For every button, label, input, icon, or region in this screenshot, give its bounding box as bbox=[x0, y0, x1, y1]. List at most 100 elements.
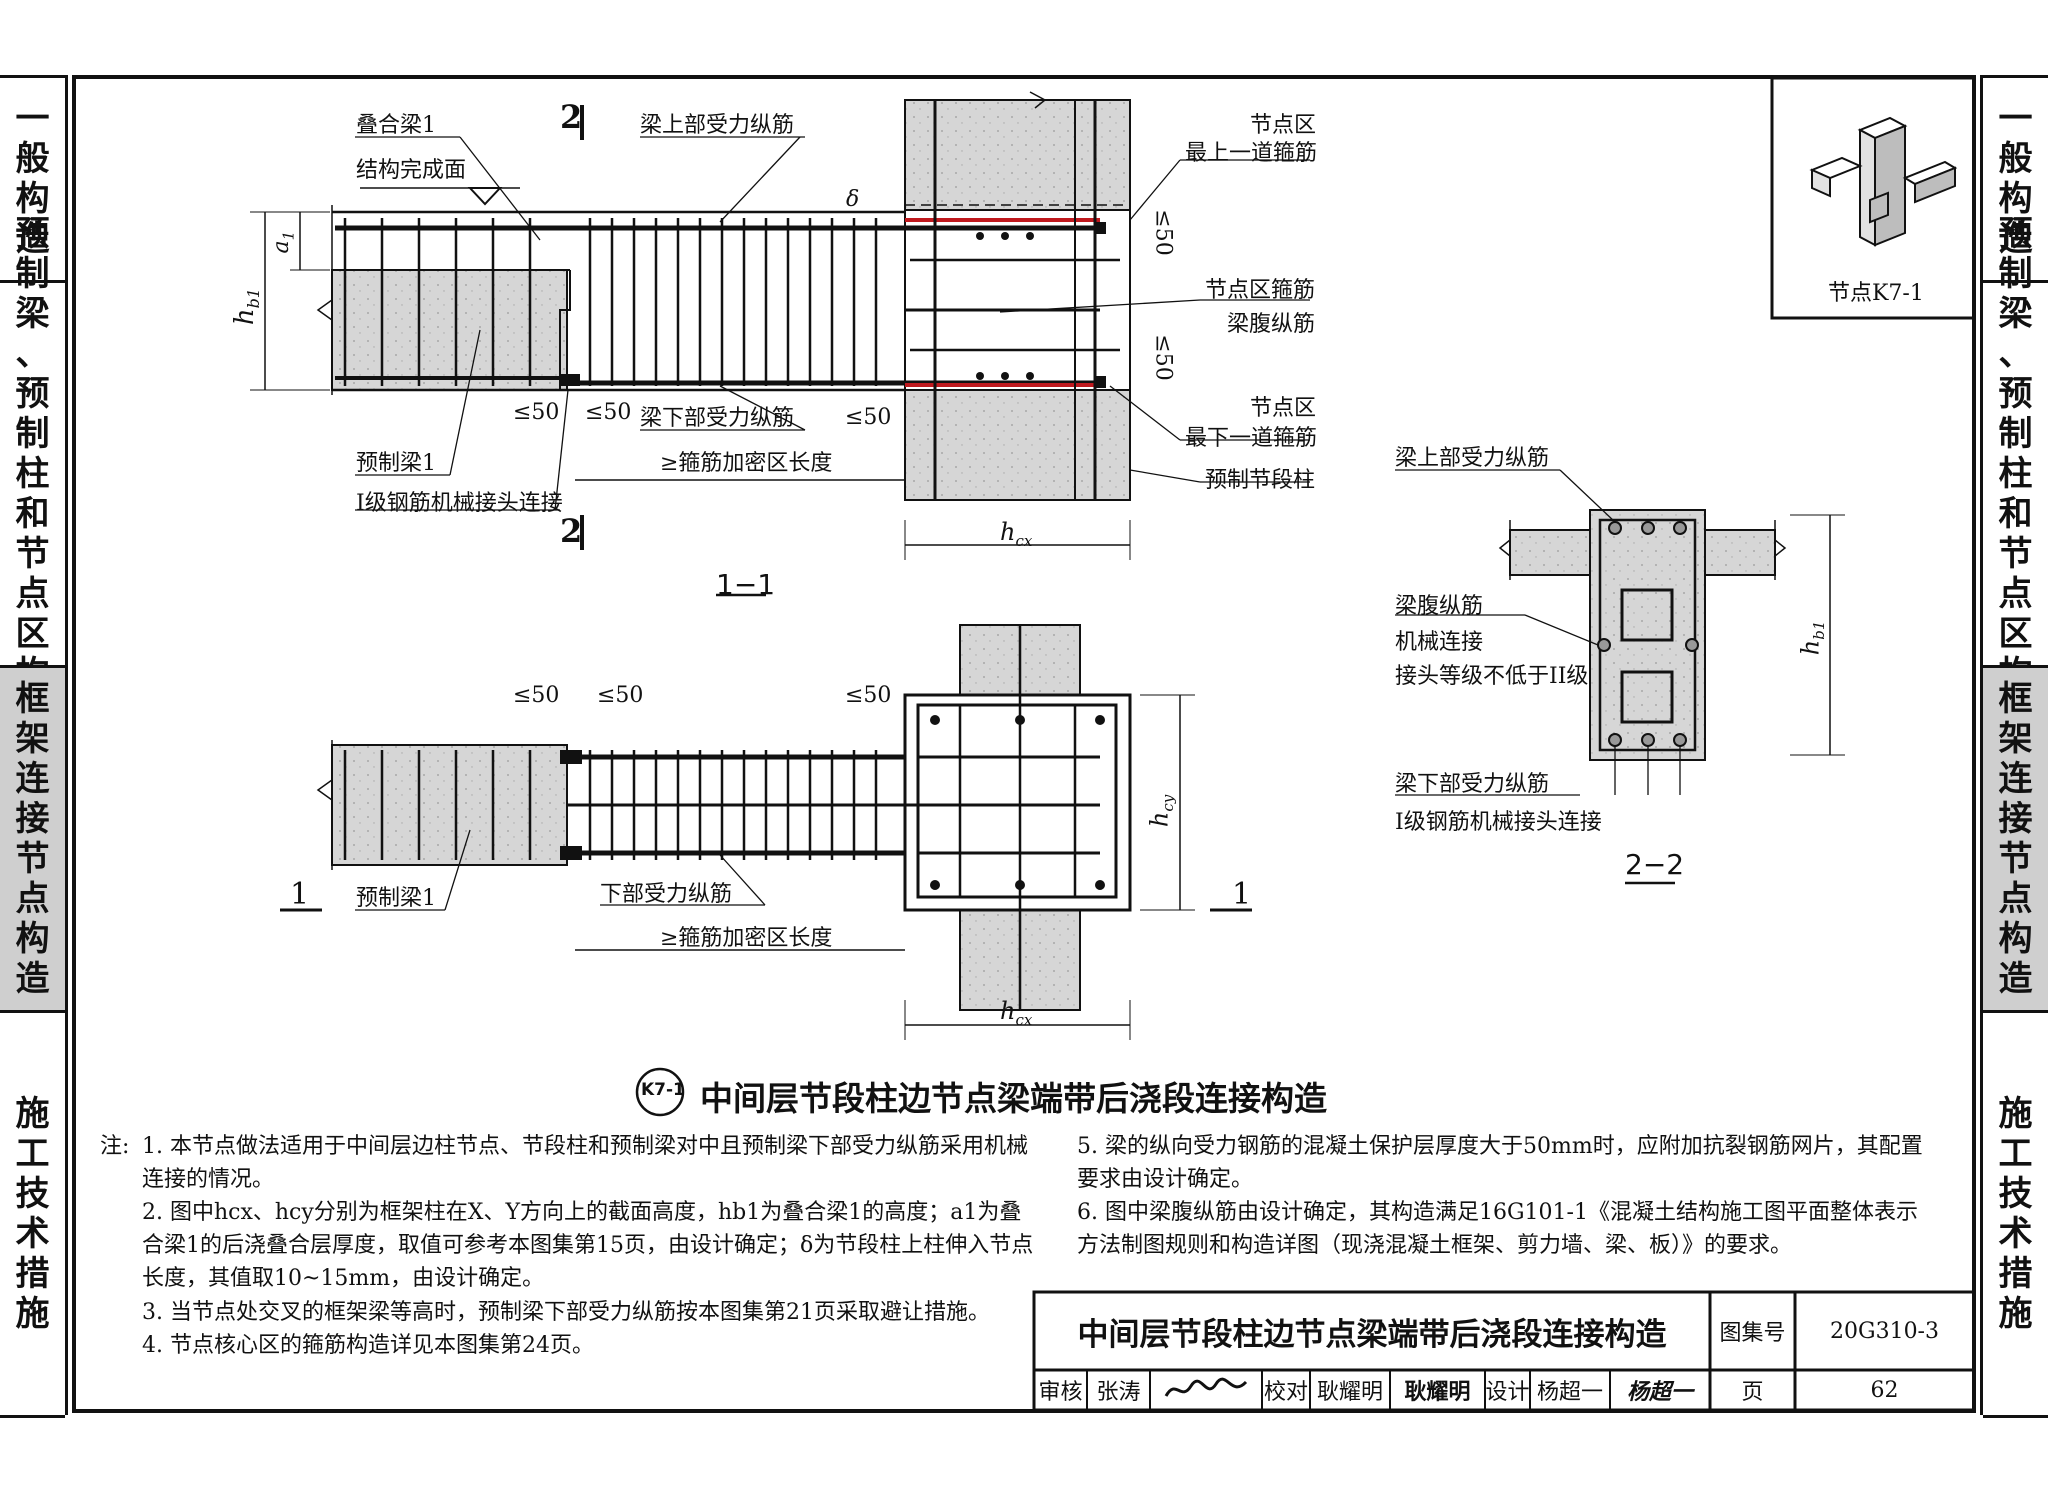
tab-char: 连 bbox=[1998, 759, 2033, 799]
right-tab-3[interactable]: 框架连接节点构造 bbox=[1983, 668, 2048, 1013]
tab-char: 接 bbox=[1998, 799, 2033, 839]
note-1: 1. 本节点做法适用于中间层边柱节点、节段柱和预制梁对中且预制梁下部受力纵筋采用… bbox=[142, 1134, 1028, 1192]
notes-prefix: 注: bbox=[100, 1134, 130, 1159]
detail-badge-circle bbox=[635, 1067, 685, 1117]
tab-char: 制 bbox=[1998, 414, 2033, 454]
s22-dim-hb1: hb1 bbox=[1796, 620, 1829, 656]
page-number: 62 bbox=[1870, 1377, 1899, 1403]
plan-le50-c: ≤50 bbox=[845, 683, 892, 708]
tab-char: 技 bbox=[1998, 1174, 2033, 1214]
key-plan-caption: 节点K7-1 bbox=[1828, 281, 1924, 306]
tab-char: 节 bbox=[1998, 534, 2033, 574]
note-3: 3. 当节点处交叉的框架梁等高时，预制梁下部受力纵筋按本图集第21页采取避让措施… bbox=[142, 1300, 990, 1325]
note-6: 6. 图中梁腹纵筋由设计确定，其构造满足16G101-1《混凝土结构施工图平面整… bbox=[1077, 1200, 1918, 1258]
tab-char: 节 bbox=[1998, 839, 2033, 879]
label-mech-coupler: I级钢筋机械接头连接 bbox=[356, 491, 563, 516]
tab-char: 梁 bbox=[1998, 294, 2033, 334]
tab-char: 术 bbox=[15, 1214, 50, 1254]
s22-mech-2: 接头等级不低于II级 bbox=[1395, 664, 1589, 689]
tab-char: 预 bbox=[1998, 214, 2033, 254]
dim-hcx-11: hcx bbox=[1000, 518, 1033, 550]
tab-char: 工 bbox=[15, 1134, 50, 1174]
dim-le50-e: ≤50 bbox=[1150, 334, 1176, 381]
title-block-title: 中间层节段柱边节点梁端带后浇段连接构造 bbox=[1077, 1316, 1667, 1353]
tab-char: 节 bbox=[15, 839, 50, 879]
s22-bottom-bars: 梁下部受力纵筋 bbox=[1395, 772, 1550, 797]
tab-char: 构 bbox=[1998, 919, 2033, 959]
tab-char: 制 bbox=[15, 254, 50, 294]
left-tab-4[interactable]: 施工技术措施 bbox=[0, 1013, 65, 1418]
checker: 耿耀明 bbox=[1316, 1380, 1383, 1405]
s22-web-bars: 梁腹纵筋 bbox=[1395, 594, 1484, 619]
tab-char: 施 bbox=[1998, 1294, 2033, 1334]
tab-char: 措 bbox=[15, 1254, 50, 1294]
checker-signature: 耿耀明 bbox=[1404, 1379, 1471, 1405]
tab-char: 施 bbox=[15, 1294, 50, 1334]
left-tab-1[interactable]: 一般构造 bbox=[0, 78, 65, 283]
tab-char: 区 bbox=[15, 614, 50, 654]
plan-cut-left: 1 bbox=[290, 877, 310, 912]
tab-char: 施 bbox=[15, 1094, 50, 1134]
plan-bottom-bars: 下部受力纵筋 bbox=[600, 882, 733, 907]
plan-view bbox=[280, 624, 1252, 1040]
tab-char: 梁 bbox=[15, 294, 50, 334]
tab-char: 预 bbox=[15, 214, 50, 254]
tab-char: 措 bbox=[1998, 1254, 2033, 1294]
label-finished-surface: 结构完成面 bbox=[356, 158, 467, 183]
label-bottom-bars: 梁下部受力纵筋 bbox=[640, 406, 795, 431]
note-2: 2. 图中hcx、hcy分别为框架柱在X、Y方向上的截面高度，hb1为叠合梁1的… bbox=[142, 1200, 1034, 1291]
tab-char: 柱 bbox=[1998, 454, 2033, 494]
designer-signature: 杨超一 bbox=[1626, 1379, 1693, 1405]
tab-char: 构 bbox=[15, 919, 50, 959]
s22-top-bars: 梁上部受力纵筋 bbox=[1395, 446, 1550, 471]
tab-char: 制 bbox=[1998, 254, 2033, 294]
plan-precast-beam: 预制梁1 bbox=[356, 886, 436, 911]
page-label: 页 bbox=[1741, 1380, 1764, 1405]
tab-char: 点 bbox=[15, 574, 50, 614]
dim-a1: a1 bbox=[269, 230, 298, 254]
dim-hcy: hcy bbox=[1145, 794, 1178, 828]
plan-le50-a: ≤50 bbox=[513, 683, 560, 708]
tab-char: 点 bbox=[15, 879, 50, 919]
plan-densify: ≥箍筋加密区长度 bbox=[660, 926, 833, 951]
tab-char: 预 bbox=[15, 374, 50, 414]
tab-char: 区 bbox=[1998, 614, 2033, 654]
dim-le50-b: ≤50 bbox=[585, 400, 632, 425]
label-composite-beam: 叠合梁1 bbox=[356, 113, 436, 138]
section-2-2-title: 2−2 bbox=[1625, 848, 1685, 881]
tab-char: 造 bbox=[15, 959, 50, 999]
detail-title: 中间层节段柱边节点梁端带后浇段连接构造 bbox=[700, 1079, 1327, 1118]
right-tab-4[interactable]: 施工技术措施 bbox=[1983, 1013, 2048, 1418]
detail-badge: K7-1 bbox=[641, 1080, 685, 1100]
tab-char: 般 bbox=[1998, 139, 2033, 179]
tab-char: 般 bbox=[15, 139, 50, 179]
right-tab-1[interactable]: 一般构造 bbox=[1983, 78, 2048, 283]
tab-char: 构 bbox=[1998, 179, 2033, 219]
tab-char: 和 bbox=[1998, 494, 2033, 534]
dim-le50-a: ≤50 bbox=[513, 400, 560, 425]
label-web-bars: 梁腹纵筋 bbox=[1227, 312, 1316, 337]
tab-char: 节 bbox=[15, 534, 50, 574]
dim-le50-c: ≤50 bbox=[845, 405, 892, 430]
tab-char: 术 bbox=[1998, 1214, 2033, 1254]
s22-mech-1: 机械连接 bbox=[1395, 630, 1484, 655]
tab-char: 一 bbox=[1998, 99, 2033, 139]
tab-char: 造 bbox=[1998, 959, 2033, 999]
dim-le50-d: ≤50 bbox=[1150, 209, 1176, 256]
tab-char: 架 bbox=[1998, 719, 2033, 759]
s22-mech-coupler: I级钢筋机械接头连接 bbox=[1395, 810, 1602, 835]
tab-char: 施 bbox=[1998, 1094, 2033, 1134]
left-tab-3[interactable]: 框架连接节点构造 bbox=[0, 668, 65, 1013]
tab-char: 框 bbox=[1998, 679, 2033, 719]
tab-char: 架 bbox=[15, 719, 50, 759]
tab-char: 框 bbox=[15, 679, 50, 719]
dim-hb1: hb1 bbox=[229, 288, 264, 326]
section-1-1-title: 1−1 bbox=[716, 568, 776, 601]
cut-mark-top: 2 bbox=[560, 98, 583, 136]
designer: 杨超一 bbox=[1536, 1380, 1603, 1405]
label-precast-column: 预制节段柱 bbox=[1205, 468, 1316, 493]
label-node-top-2: 最上一道箍筋 bbox=[1185, 141, 1318, 166]
